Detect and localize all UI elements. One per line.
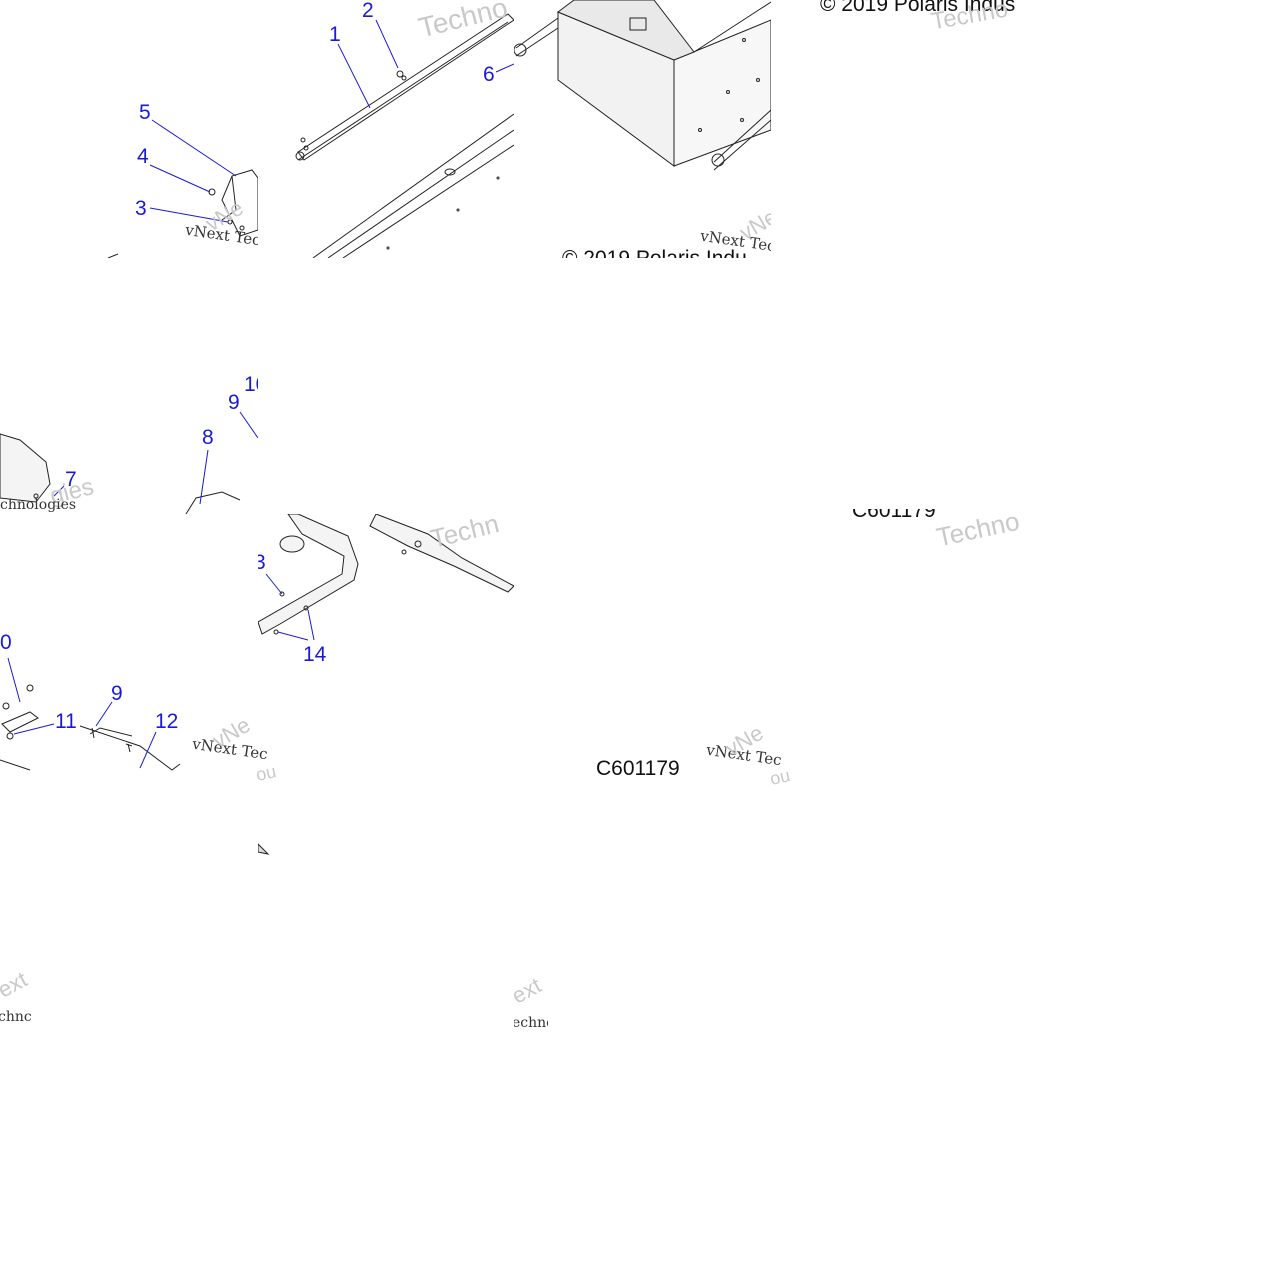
tile-code-bottom: C601179 vNext Tec vNe ou	[580, 726, 808, 790]
tile-fragment	[258, 838, 272, 860]
watermark-chnc: chnc	[0, 1009, 32, 1025]
tile-rail-detail: 2 1 6 Techno	[258, 0, 514, 258]
fragment-drawing	[258, 843, 270, 855]
watermark-ou-code: ou	[768, 765, 792, 789]
tile-wm-bottom-mid: ext echno	[514, 974, 548, 1036]
drawing-code-partial: C601179	[852, 500, 936, 522]
bumper-left-drawing	[0, 411, 258, 514]
watermark-echno: echno	[514, 1015, 548, 1031]
callout-7: 7	[65, 468, 77, 491]
callout-14: 14	[303, 643, 327, 666]
callout-5: 5	[139, 101, 151, 124]
watermark-technologies: chnologies	[0, 497, 77, 513]
callout-2: 2	[362, 0, 374, 22]
callout-11: 11	[55, 710, 77, 733]
tile-wm-bottom-left: ext chnc	[0, 968, 34, 1030]
watermark-techno-mid: Techno	[933, 505, 1023, 553]
rail-drawing	[295, 13, 514, 258]
tile-copyright-top: © 2019 Polaris Indus Techno	[771, 0, 1029, 40]
copyright-top: © 2019 Polaris Indus	[820, 0, 1016, 16]
callout-1: 1	[329, 23, 341, 46]
callout-9-lower: 9	[111, 682, 123, 705]
tile-bracket-detail: 5 4 3 vNext Tec vNe	[0, 0, 258, 258]
callout-3-lower: 3	[258, 551, 266, 574]
bracket-drawing	[107, 119, 258, 258]
tile-bumper-left: 7 8 9 10 gies chnologies	[0, 372, 258, 514]
box-drawing	[514, 0, 771, 171]
tile-bumper-right: 3 14 Techn	[258, 514, 514, 684]
callout-0: 0	[0, 631, 12, 654]
watermark-ext-mid: ext	[514, 974, 546, 1009]
callout-9: 9	[228, 391, 240, 414]
tile-code-top: C601179 Techno	[840, 500, 1030, 556]
callout-4: 4	[137, 145, 149, 168]
copyright-box: © 2019 Polaris Indu	[562, 248, 747, 258]
bumper-right-drawing	[258, 514, 514, 641]
callout-10: 10	[244, 373, 258, 396]
tile-bracket-lower: 0 9 11 12 vNext Tec vNe ou	[0, 514, 290, 784]
callout-3: 3	[135, 197, 147, 220]
watermark-ou: ou	[254, 761, 278, 784]
watermark-ext: ext	[0, 968, 32, 1003]
callout-8: 8	[202, 426, 214, 449]
bracket-lower-drawing	[0, 657, 181, 771]
callout-12: 12	[155, 710, 179, 733]
callout-6: 6	[483, 63, 495, 86]
drawing-code: C601179	[596, 757, 680, 780]
tile-box-detail: vNext Tec vNe © 2019 Polaris Indu	[514, 0, 771, 258]
